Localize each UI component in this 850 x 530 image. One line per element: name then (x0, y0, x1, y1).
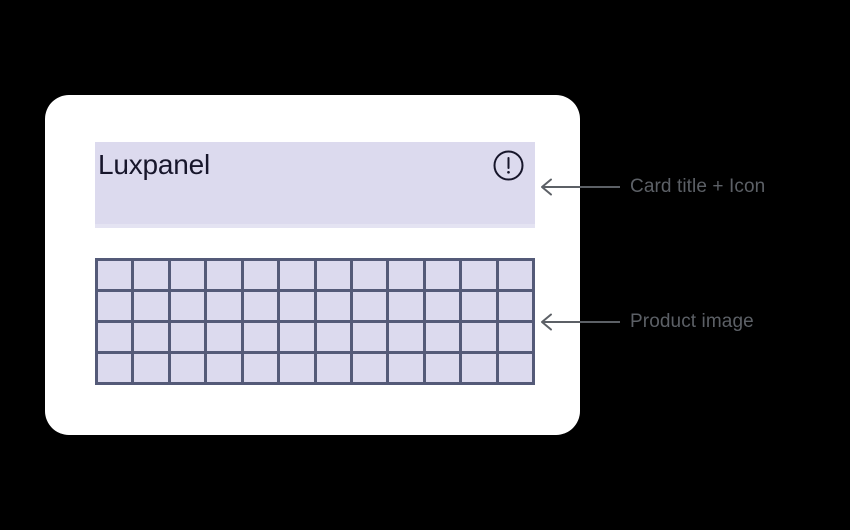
grid-cell (389, 323, 423, 351)
left-arrow-icon (538, 177, 620, 197)
grid-cell (425, 354, 460, 382)
grid-cell (280, 323, 314, 351)
grid-cell (462, 354, 496, 382)
grid-cell (498, 323, 532, 351)
grid-cell (98, 292, 132, 320)
grid-cell (425, 323, 460, 351)
grid-cell (207, 323, 241, 351)
grid-cell (389, 292, 423, 320)
grid-cell (316, 323, 350, 351)
grid-cell (316, 354, 350, 382)
grid-cell (207, 292, 241, 320)
grid-cell (170, 354, 205, 382)
grid-cell (280, 292, 314, 320)
grid-cell (352, 354, 387, 382)
grid-cell (170, 292, 205, 320)
grid-cell (498, 261, 532, 289)
grid-cell (280, 261, 314, 289)
grid-cell (316, 261, 350, 289)
grid-cell (134, 261, 168, 289)
grid-cell (389, 354, 423, 382)
exclamation-circle-icon[interactable] (493, 150, 524, 181)
grid-cell (243, 323, 278, 351)
annotation-label: Card title + Icon (630, 176, 766, 197)
grid-cell (280, 354, 314, 382)
grid-cell (462, 292, 496, 320)
grid-cell (462, 323, 496, 351)
grid-cell (462, 261, 496, 289)
grid-cell (498, 292, 532, 320)
grid-cell (170, 323, 205, 351)
grid-cell (498, 354, 532, 382)
grid-cell (316, 292, 350, 320)
product-image-placeholder (95, 258, 535, 385)
grid-cell (98, 323, 132, 351)
grid-cell (352, 323, 387, 351)
grid-cell (352, 292, 387, 320)
annotation-product-image: Product image (538, 311, 754, 333)
grid-cell (207, 261, 241, 289)
grid-cell (134, 323, 168, 351)
grid-cell (98, 354, 132, 382)
annotation-label: Product image (630, 311, 754, 332)
grid-cell (243, 261, 278, 289)
grid-cell (243, 354, 278, 382)
grid-cell (134, 354, 168, 382)
left-arrow-icon (538, 312, 620, 332)
card-title: Luxpanel (98, 149, 211, 180)
grid-cell (98, 261, 132, 289)
grid-cell (352, 261, 387, 289)
annotation-card-title-icon: Card title + Icon (538, 176, 765, 198)
grid-cell (134, 292, 168, 320)
product-card: Luxpanel (45, 95, 580, 435)
grid-cell (207, 354, 241, 382)
card-title-bar: Luxpanel (95, 142, 535, 228)
grid-cell (425, 292, 460, 320)
grid-cell (170, 261, 205, 289)
grid-cell (425, 261, 460, 289)
grid-cell (243, 292, 278, 320)
grid-cell (389, 261, 423, 289)
